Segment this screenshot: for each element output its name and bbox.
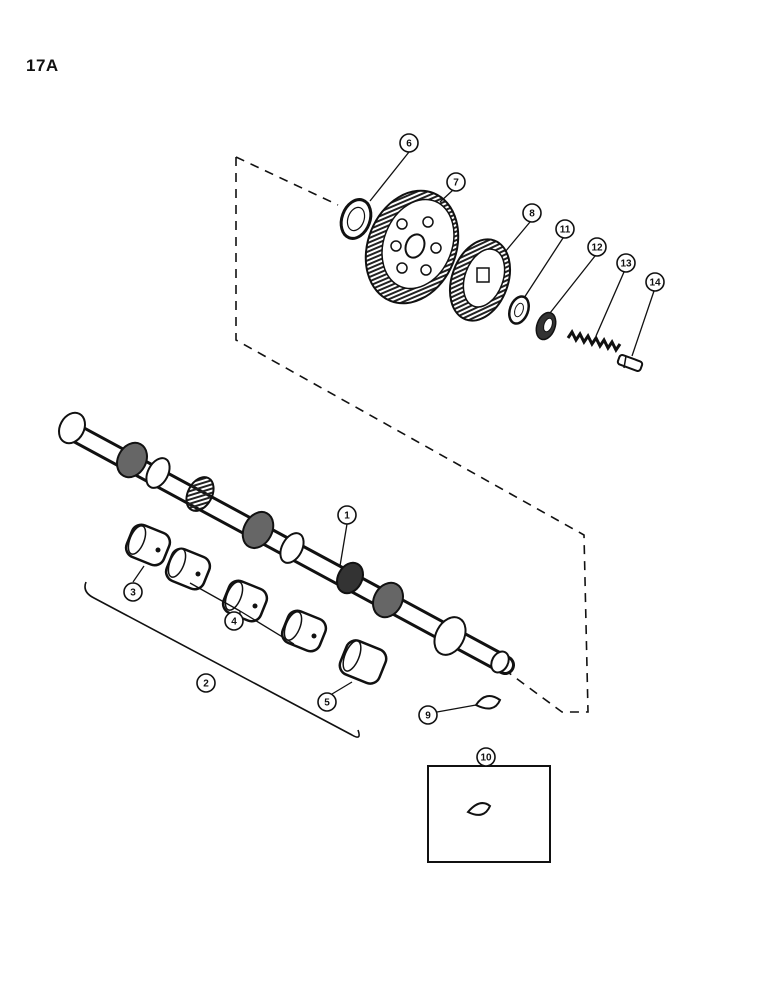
- key: [474, 695, 502, 710]
- washer: [508, 295, 530, 325]
- callout-label: 1: [344, 511, 350, 522]
- callout-2: 2: [196, 673, 216, 693]
- leader-lines: [132, 151, 655, 766]
- callout-circle: [587, 237, 607, 257]
- callout-label: 7: [453, 178, 459, 189]
- callout-5: 5: [317, 692, 337, 712]
- callout-label: 3: [130, 588, 136, 599]
- callout-label: 10: [480, 753, 492, 764]
- callout-circle: [224, 611, 244, 631]
- key-kit-box: [427, 765, 551, 863]
- callout-12: 12: [587, 237, 607, 257]
- callout-label: 13: [620, 259, 632, 270]
- camshaft-gear: [364, 189, 460, 305]
- camshaft: [58, 411, 515, 675]
- callout-circle: [645, 272, 665, 292]
- callout-circle: [555, 219, 575, 239]
- callout-13: 13: [616, 253, 636, 273]
- callout-circle: [196, 673, 216, 693]
- callout-circle: [446, 172, 466, 192]
- callout-label: 11: [560, 225, 571, 236]
- callout-label: 9: [425, 711, 431, 722]
- callout-label: 14: [649, 278, 661, 289]
- bearing-4a: [164, 547, 212, 591]
- spring: [566, 329, 622, 353]
- callout-3: 3: [123, 582, 143, 602]
- callout-circle: [476, 747, 496, 767]
- callout-9: 9: [418, 705, 438, 725]
- gear: [449, 238, 511, 322]
- bearing-4c: [280, 609, 328, 653]
- thrust-washer: [339, 198, 373, 240]
- assembly-boundary-dashed: [235, 156, 589, 713]
- page-title: 17A: [26, 56, 59, 75]
- callout-circle: [522, 203, 542, 223]
- plunger: [616, 354, 644, 372]
- callout-circle: [418, 705, 438, 725]
- callout-label: 5: [324, 698, 330, 709]
- callout-circle: [399, 133, 419, 153]
- callout-4: 4: [224, 611, 244, 631]
- callout-label: 8: [529, 209, 535, 220]
- nut: [535, 311, 557, 341]
- callout-label: 4: [231, 617, 237, 628]
- callout-label: 2: [203, 679, 209, 690]
- callout-1: 1: [337, 505, 357, 525]
- callout-circle: [337, 505, 357, 525]
- callout-14: 14: [645, 272, 665, 292]
- bearing-5: [338, 639, 388, 685]
- callout-label: 6: [406, 139, 412, 150]
- callout-label: 12: [591, 243, 603, 254]
- bearing-set-bracket: [84, 581, 360, 738]
- callout-circle: [123, 582, 143, 602]
- callout-7: 7: [446, 172, 466, 192]
- callout-circle: [317, 692, 337, 712]
- callout-6: 6: [399, 133, 419, 153]
- callout-8: 8: [522, 203, 542, 223]
- callout-11: 11: [555, 219, 575, 239]
- bearing-3: [124, 523, 172, 567]
- callout-10: 10: [476, 747, 496, 767]
- callout-circle: [616, 253, 636, 273]
